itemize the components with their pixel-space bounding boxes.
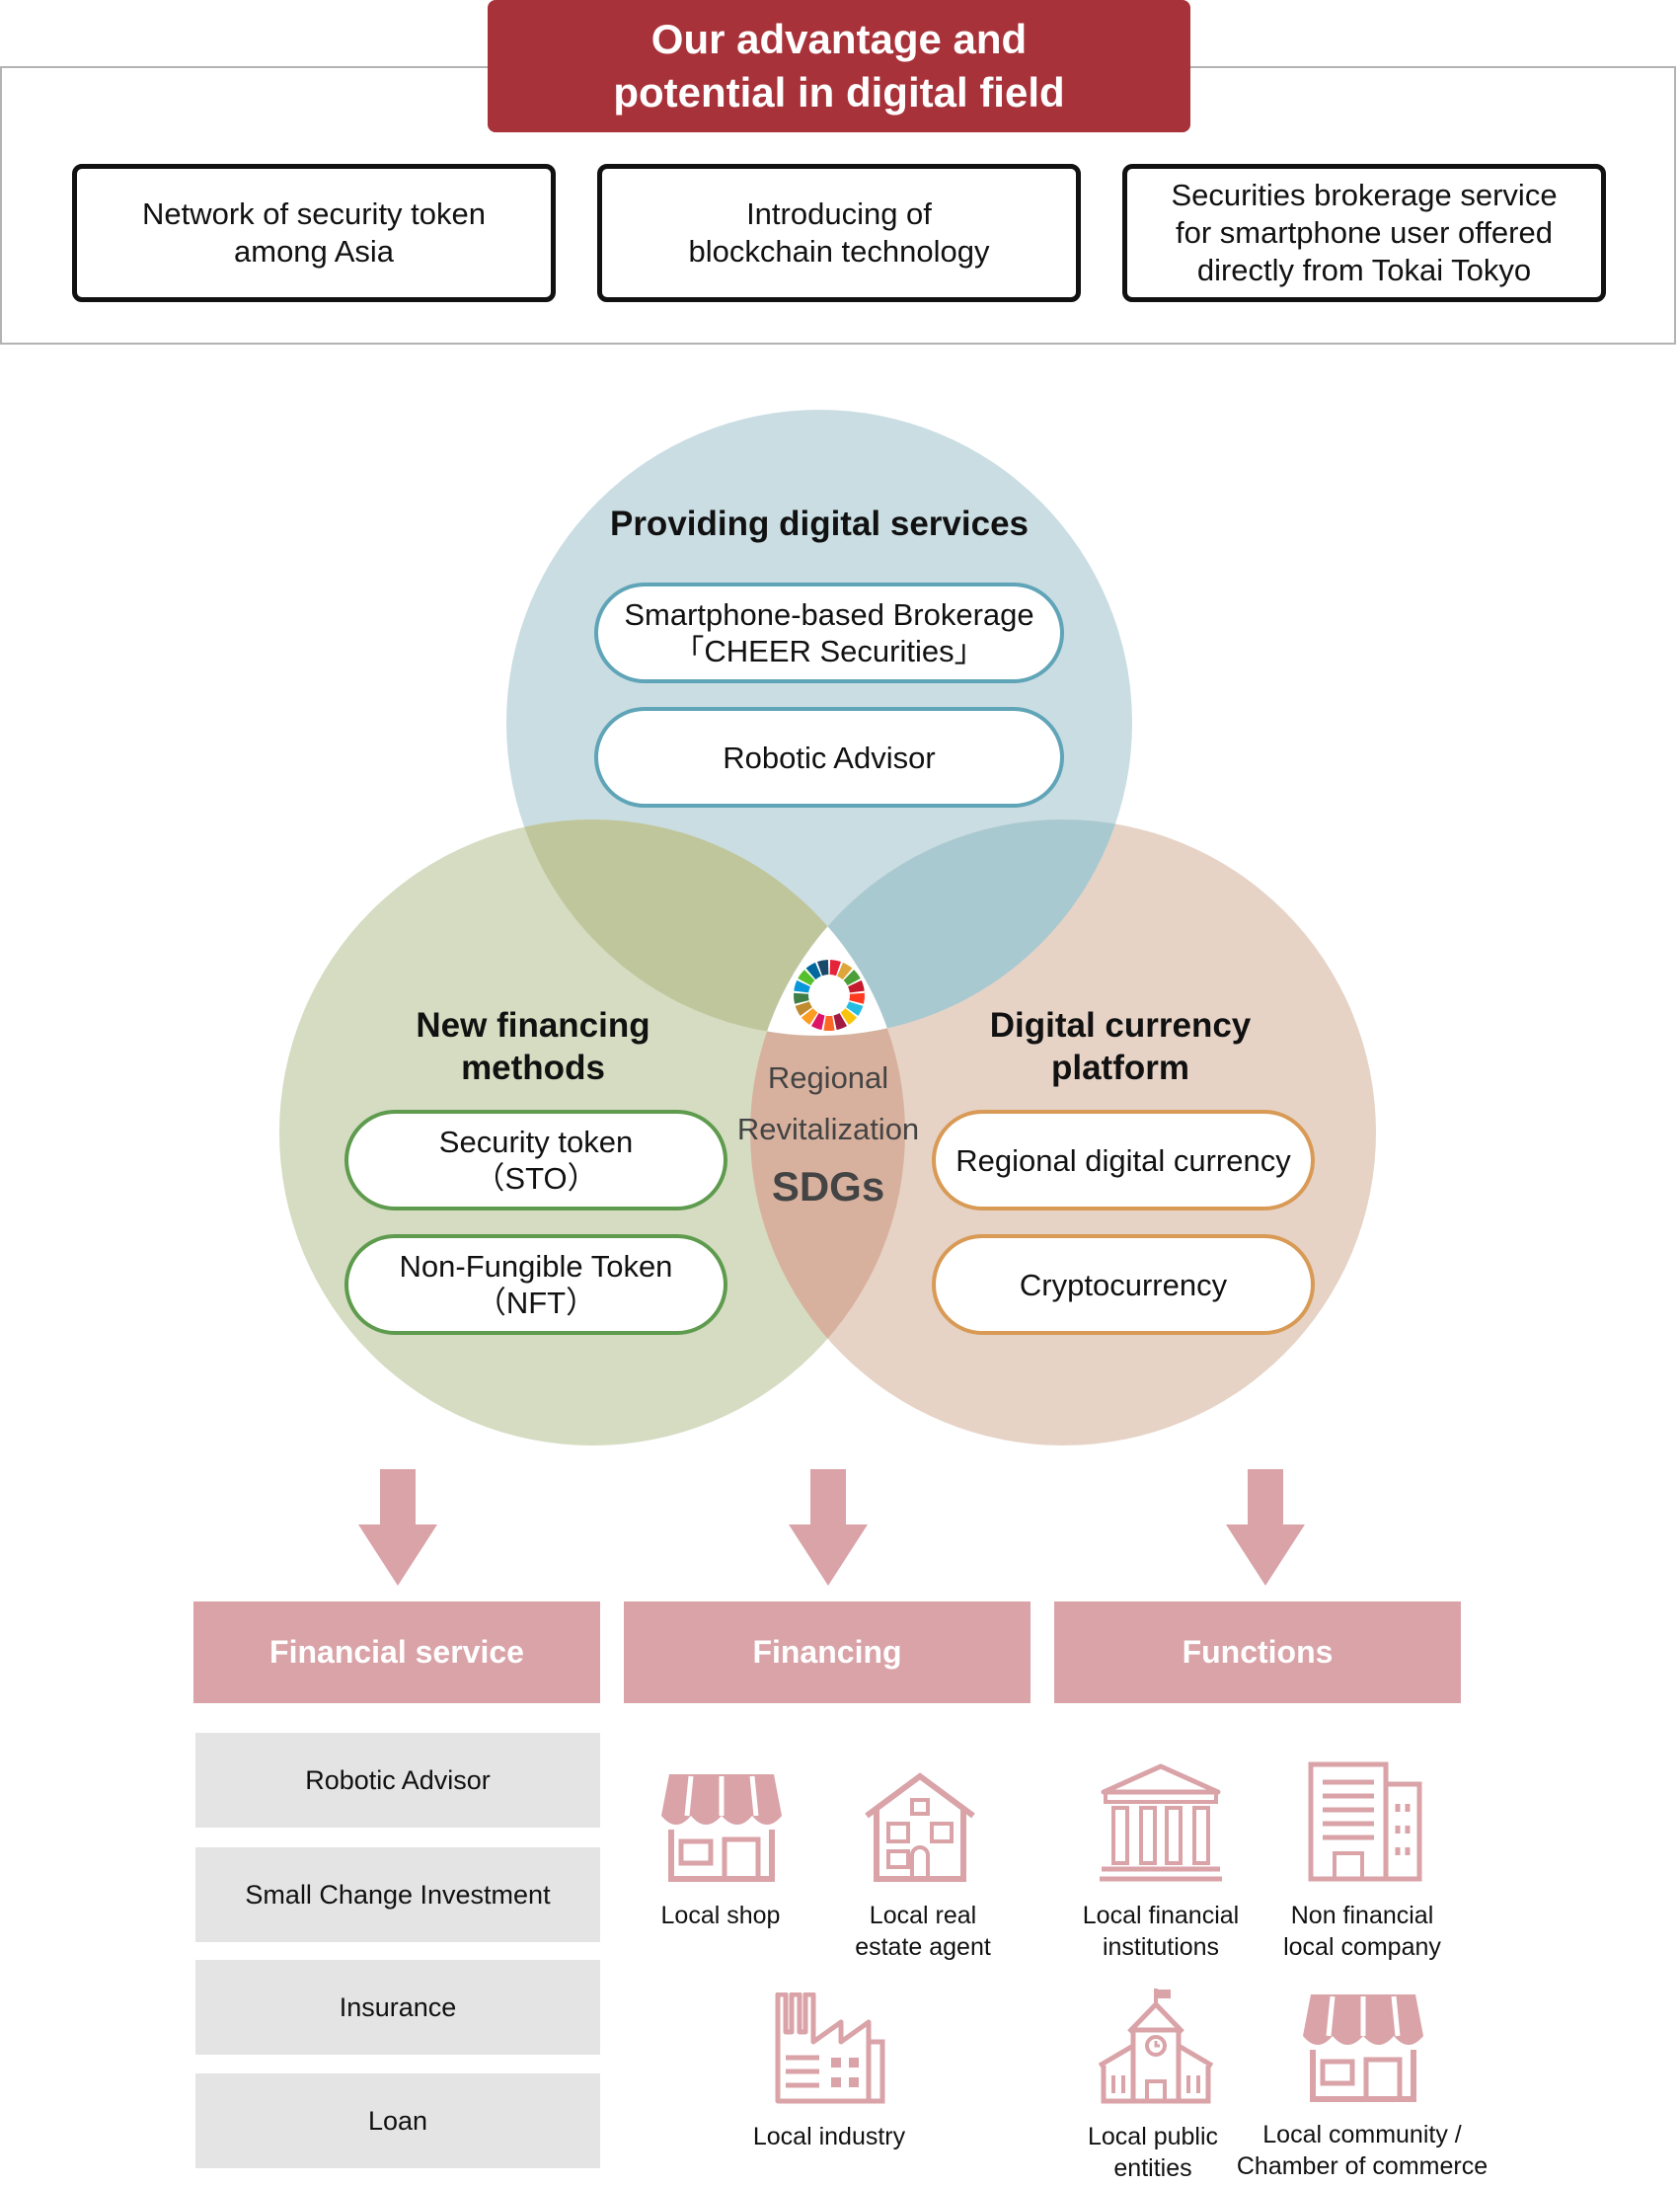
advantage-box-2: Introducing of blockchain technology [597,164,1081,302]
service-loan: Loan [195,2073,600,2168]
sdg-wheel-segment [840,1008,858,1026]
pill-regional-digital-currency: Regional digital currency [932,1110,1315,1210]
center-label-revitalization: Revitalization [736,1112,920,1146]
label-local-financial-institutions: Local financial institutions [1082,1902,1240,1961]
left-group-title: New financing methods [416,1006,650,1087]
label-local-public-entities: Local public entities [1087,2123,1219,2182]
label-local-shop: Local shop [660,1902,781,1929]
label-non-financial-local-company: Non financial local company [1283,1902,1441,1961]
category-financial-service: Financial service [193,1601,600,1703]
venn-overlap-top-right [750,820,1132,1036]
advantage-box-1: Network of security token among Asia [72,164,556,302]
label-local-community-chamber-of-commerce: Local community / Chamber of commerce [1236,2121,1489,2180]
sdg-wheel-segment [817,960,829,976]
pill-cryptocurrency: Cryptocurrency [932,1234,1315,1335]
service-small-change-investment: Small Change Investment [195,1847,600,1942]
sdg-wheel-segment [846,1001,864,1016]
center-label-regional: Regional [767,1060,889,1095]
office-building-icon [1308,1761,1422,1882]
pill-security-token: Security token （STO） [344,1110,727,1210]
right-group-title: Digital currency platform [989,1006,1252,1087]
arrow-down-icon [358,1469,437,1586]
sdg-wheel-segment [823,1015,835,1031]
top-group-title: Providing digital services [609,504,1030,543]
bank-icon [1100,1763,1222,1882]
arrow-down-icon [789,1469,868,1586]
factory-icon [775,1992,885,2104]
arrow-down-icon [1226,1469,1305,1586]
sdg-wheel-segment [805,962,821,980]
sdg-wheel-segment [801,1008,818,1026]
center-label-sdgs: SDGs [771,1163,885,1210]
sdg-wheel-segment [795,1001,812,1016]
community-shop-icon [1303,1994,1423,2102]
sdg-wheel-icon [794,960,865,1031]
sdg-wheel-segment [810,1013,825,1031]
label-local-industry: Local industry [752,2123,906,2150]
header-title: Our advantage and potential in digital f… [488,0,1190,132]
advantage-box-3: Securities brokerage service for smartph… [1122,164,1606,302]
venn-overlap-top-left [506,820,905,1036]
category-functions: Functions [1054,1601,1461,1703]
public-building-icon [1098,1989,1214,2104]
sdg-wheel-segment [794,992,809,1004]
pill-nft: Non-Fungible Token （NFT） [344,1234,727,1335]
label-local-real-estate-agent: Local real estate agent [855,1902,991,1961]
sdg-wheel-segment [794,979,810,993]
sdg-wheel-segment [829,960,841,976]
category-financing: Financing [624,1601,1031,1703]
venn-diagram [279,410,1376,1445]
pill-robotic-advisor: Robotic Advisor [594,707,1064,808]
sdg-wheel-segment [837,962,853,980]
sdg-wheel-segment [848,979,865,993]
pill-cheer-securities: Smartphone-based Brokerage 「CHEER Securi… [594,583,1064,683]
service-insurance: Insurance [195,1960,600,2055]
sdg-wheel-segment [843,970,861,986]
shop-icon [661,1774,782,1882]
service-robotic-advisor: Robotic Advisor [195,1733,600,1828]
sdg-wheel-segment [849,992,865,1004]
sdg-wheel-segment [833,1013,848,1031]
sdg-wheel-segment [798,970,815,986]
house-icon [865,1772,975,1882]
